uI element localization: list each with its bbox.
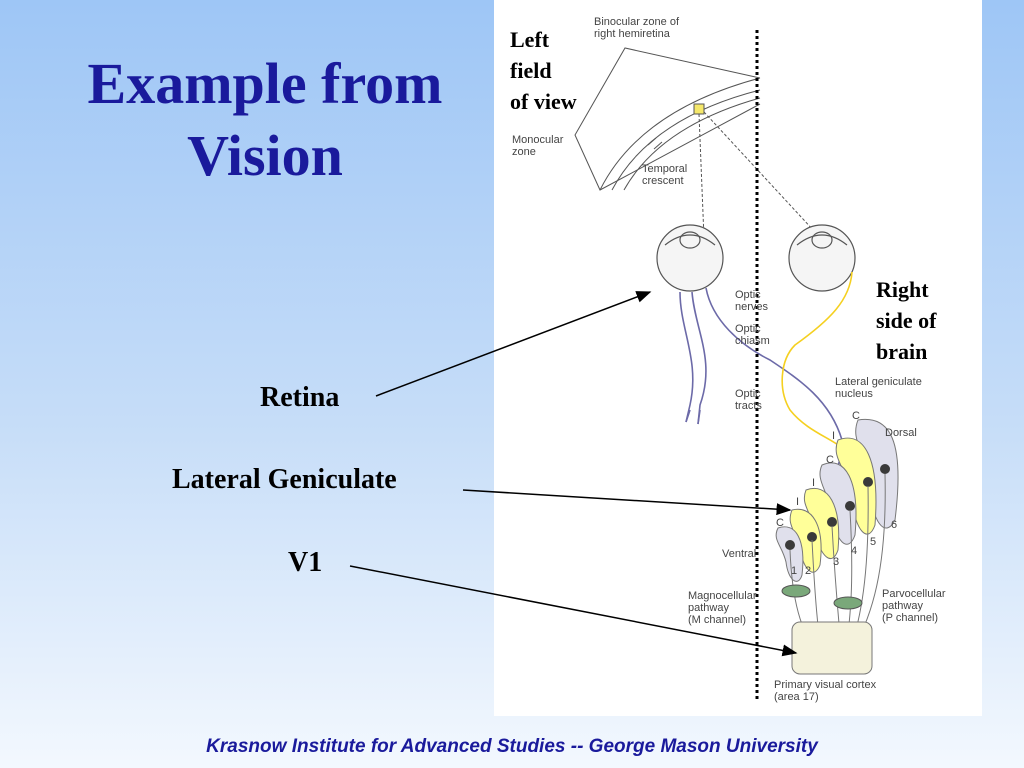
layer-number: 6 [891, 519, 898, 531]
primary-visual-cortex-text: Primary visual cortex (area 17) [774, 679, 877, 703]
lateral-geniculate-arrow [462, 489, 792, 516]
visual-field-fan [574, 47, 761, 191]
right-eye [788, 224, 856, 292]
optic-tracts-text: Optic tracts [735, 388, 762, 412]
layer-number: 2 [805, 565, 812, 577]
left-eye [656, 224, 724, 292]
layer-number: 1 [791, 565, 798, 577]
title-line-2: Vision [187, 123, 343, 188]
visual-pathway-diagram [574, 30, 899, 700]
parvocellular-pathway-text: Parvocellular pathway (P channel) [882, 588, 946, 624]
magnocellular-body [781, 584, 811, 598]
layer-number: 4 [851, 545, 858, 557]
contralateral-mark: C [826, 454, 834, 466]
layer-number: 3 [833, 556, 840, 568]
ipsilateral-mark: I [796, 496, 800, 508]
lateral-geniculate-label: Lateral Geniculate [172, 464, 397, 495]
dorsal-text: Dorsal [885, 427, 917, 439]
ipsilateral-mark: I [812, 477, 816, 489]
contralateral-mark: C [776, 517, 784, 529]
temporal-crescent-text: Temporal crescent [642, 163, 688, 187]
retina-label: Retina [260, 382, 340, 413]
contralateral-mark: C [852, 410, 860, 422]
footer-institution: Krasnow Institute for Advanced Studies -… [206, 736, 818, 757]
lateral-geniculate-nucleus-text: Lateral geniculate nucleus [835, 376, 922, 400]
v1-arrow [349, 565, 798, 657]
parvocellular-body [833, 596, 863, 610]
optic-nerves-text: Optic nerves [735, 289, 769, 313]
left-field-of-view-callout: Left field of view [510, 27, 577, 114]
right-side-of-brain-callout: Right side of brain [876, 277, 937, 364]
retina-arrow [375, 291, 652, 397]
optic-chiasm-text: Optic chiasm [735, 323, 770, 347]
layer-number: 5 [870, 536, 877, 548]
binocular-zone-text: Binocular zone of right hemiretina [594, 16, 679, 40]
slide-title: Example from Vision [40, 48, 490, 192]
nucleus-dots [785, 464, 890, 550]
diagram-panel: Binocular zone of right hemiretina Monoc… [494, 0, 982, 716]
magnocellular-pathway-text: Magnocellular pathway (M channel) [688, 590, 757, 626]
monocular-zone-text: Monocular zone [512, 134, 564, 158]
title-line-1: Example from [87, 51, 443, 116]
ventral-text: Ventral [722, 548, 757, 560]
ipsilateral-mark: I [832, 430, 836, 442]
v1-label: V1 [288, 547, 323, 578]
